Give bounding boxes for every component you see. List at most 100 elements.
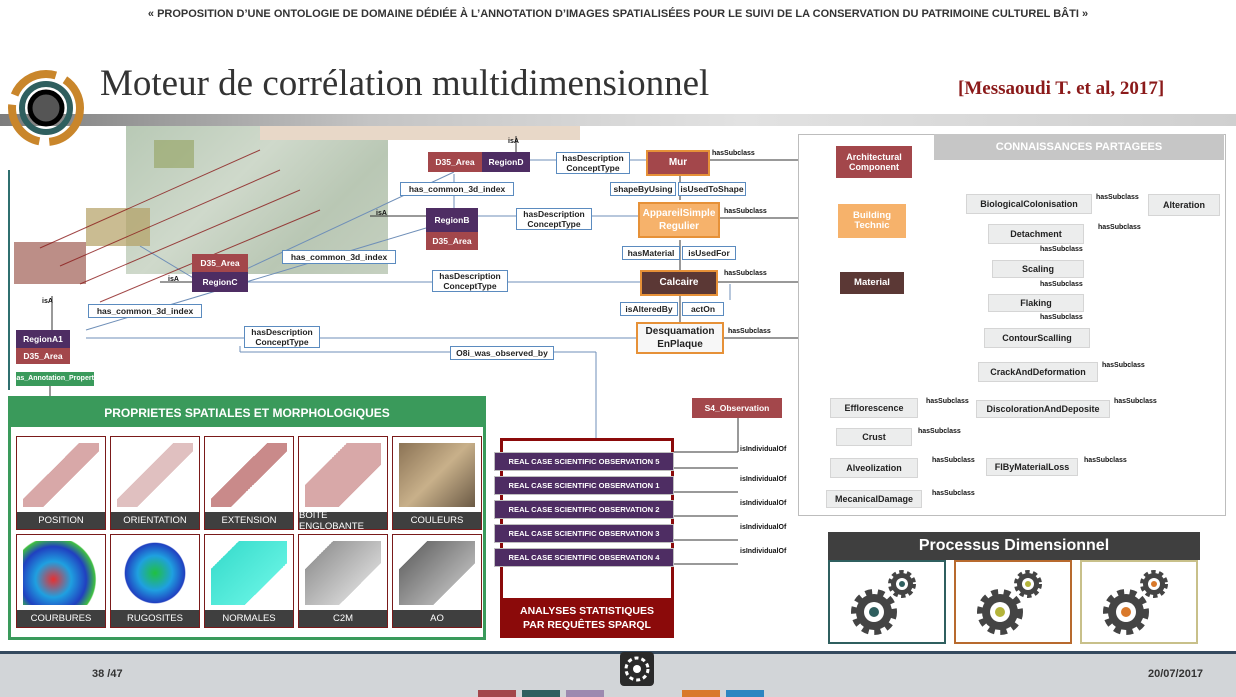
biological-colonisation-node: BiologicalColonisation	[966, 194, 1092, 214]
process-title: Processus Dimensionnel	[828, 532, 1200, 560]
sparql-caption-line-2: PAR REQUÊTES SPARQL	[523, 619, 651, 631]
alteration-node: Alteration	[1148, 194, 1220, 216]
appareil-line-1: AppareilSimple	[642, 208, 716, 219]
gears-icon	[1103, 570, 1168, 635]
mecanical-damage-node: MecanicalDamage	[826, 490, 922, 508]
has-subclass-label: hasSubclass	[1040, 314, 1083, 321]
observation-item: REAL CASE SCIENTIFIC OBSERVATION 3	[494, 524, 674, 543]
has-subclass-label: hasSubclass	[1102, 362, 1145, 369]
sparql-caption: ANALYSES STATISTIQUES PAR REQUÊTES SPARQ…	[500, 598, 674, 638]
has-subclass-label: hasSubclass	[1084, 457, 1127, 464]
gears-icon	[851, 570, 916, 635]
building-technic-node: Building Technic	[838, 204, 906, 238]
efflorescence-node: Efflorescence	[830, 398, 918, 418]
detachment-node: Detachment	[988, 224, 1084, 244]
citation: [Messaoudi T. et al, 2017]	[958, 78, 1165, 99]
crust-node: Crust	[836, 428, 912, 446]
has-subclass-label: hasSubclass	[918, 428, 961, 435]
property-caption: COULEURS	[393, 512, 481, 529]
concept-type-text: ConceptType	[443, 281, 497, 291]
property-caption: ORIENTATION	[111, 512, 199, 529]
property-caption: POSITION	[17, 512, 105, 529]
region-c-node: RegionC	[192, 272, 248, 292]
property-cell-ao: AO	[392, 534, 482, 628]
has-description-label: hasDescription ConceptType	[516, 208, 592, 230]
property-caption: C2M	[299, 610, 387, 627]
is-individual-of-label: isIndividualOf	[740, 524, 787, 531]
footer-swatch	[478, 690, 516, 697]
has-subclass-label: hasSubclass	[728, 328, 771, 335]
property-caption: AO	[393, 610, 481, 627]
footer-swatch	[726, 690, 764, 697]
scaling-node: Scaling	[992, 260, 1084, 278]
property-thumbnail	[399, 541, 475, 605]
concept-type-text: ConceptType	[255, 337, 309, 347]
wall-region-3	[14, 242, 86, 284]
footer-date: 20/07/2017	[1148, 668, 1204, 680]
footer-swatch	[682, 690, 720, 697]
property-cell-boite-englobante: BOITE ENGLOBANTE	[298, 436, 388, 530]
isa-label-c: isA	[168, 276, 179, 283]
property-thumbnail	[305, 443, 381, 507]
process-cell-3	[1080, 560, 1198, 644]
left-accent-bar	[8, 170, 10, 390]
has-annotation-property-label: has_Annotation_Property	[12, 372, 98, 386]
fi-by-material-loss-node: FIByMaterialLoss	[986, 458, 1078, 476]
has-subclass-label: hasSubclass	[1096, 194, 1139, 201]
property-cell-couleurs: COULEURS	[392, 436, 482, 530]
isa-label-d: isA	[508, 138, 519, 145]
footer-swatch	[566, 690, 604, 697]
property-thumbnail	[305, 541, 381, 605]
has-subclass-label: hasSubclass	[1040, 281, 1083, 288]
property-cell-courbures: COURBURES	[16, 534, 106, 628]
is-individual-of-label: isIndividualOf	[740, 476, 787, 483]
has-description-text: hasDescription	[439, 271, 501, 281]
title-bar	[0, 114, 1236, 126]
has-common-3d-index-label: has_common_3d_index	[282, 250, 396, 264]
concept-type-text: ConceptType	[566, 163, 620, 173]
has-description-text: hasDescription	[523, 209, 585, 219]
discoloration-and-deposite-node: DiscolorationAndDeposite	[976, 400, 1110, 418]
shared-knowledge-title: CONNAISSANCES PARTAGEES	[934, 134, 1224, 160]
d35-area-node: D35_Area	[192, 254, 248, 272]
desquamation-line-2: EnPlaque	[657, 339, 703, 350]
property-thumbnail	[23, 443, 99, 507]
property-thumbnail	[399, 443, 475, 507]
building-line-2: Technic	[854, 220, 890, 231]
architectural-line-2: Component	[849, 162, 899, 172]
is-individual-of-label: isIndividualOf	[740, 446, 787, 453]
isa-label-a1: isA	[42, 298, 53, 305]
has-description-label: hasDescription ConceptType	[432, 270, 508, 292]
crack-and-deformation-node: CrackAndDeformation	[978, 362, 1098, 382]
architectural-line-1: Architectural	[846, 152, 902, 162]
building-line-1: Building	[853, 210, 891, 221]
d35-area-node: D35_Area	[16, 348, 70, 364]
is-used-for-label: isUsedFor	[682, 246, 736, 260]
slide-title: Moteur de corrélation multidimensionnel	[100, 63, 710, 104]
flaking-node: Flaking	[988, 294, 1084, 312]
desquamation-line-1: Desquamation	[645, 326, 715, 337]
wall-top	[260, 126, 580, 140]
property-thumbnail	[117, 541, 193, 605]
is-altered-by-label: isAlteredBy	[620, 302, 678, 316]
concept-type-text: ConceptType	[527, 219, 581, 229]
material-node: Material	[840, 272, 904, 294]
has-description-text: hasDescription	[562, 153, 624, 163]
has-common-3d-index-label: has_common_3d_index	[400, 182, 514, 196]
shape-by-using-label: shapeByUsing	[610, 182, 676, 196]
contour-scalling-node: ContourScalling	[984, 328, 1090, 348]
has-description-label: hasDescription ConceptType	[244, 326, 320, 348]
property-thumbnail	[211, 443, 287, 507]
property-thumbnail	[117, 443, 193, 507]
has-subclass-label: hasSubclass	[926, 398, 969, 405]
property-cell-c2m: C2M	[298, 534, 388, 628]
property-cell-position: POSITION	[16, 436, 106, 530]
property-cell-rugosites: RUGOSITES	[110, 534, 200, 628]
observation-item: REAL CASE SCIENTIFIC OBSERVATION 5	[494, 452, 674, 471]
has-material-label: hasMaterial	[622, 246, 680, 260]
footer-logo-icon	[620, 652, 654, 686]
sparql-caption-line-1: ANALYSES STATISTIQUES	[520, 605, 654, 617]
d35-area-node: D35_Area	[426, 232, 478, 250]
s4-observation-node: S4_Observation	[692, 398, 782, 418]
has-description-text: hasDescription	[251, 327, 313, 337]
